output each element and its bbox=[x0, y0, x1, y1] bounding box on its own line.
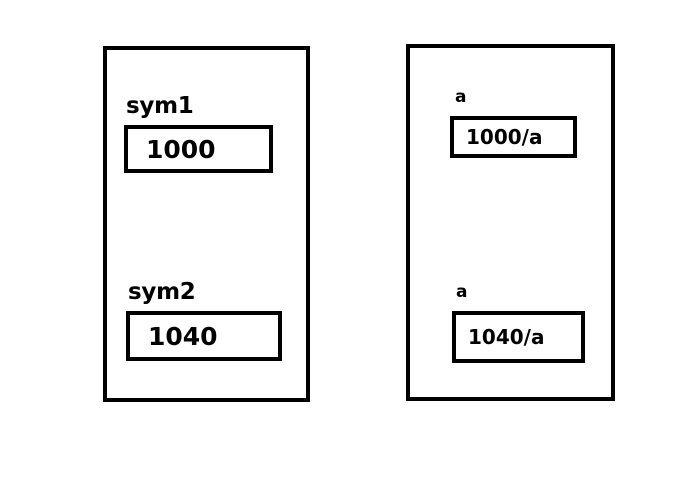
value-text-a-second: 1040/a bbox=[468, 325, 545, 349]
value-box-sym1: 1000 bbox=[124, 125, 273, 173]
value-box-a-second: 1040/a bbox=[452, 311, 585, 363]
slot-label-sym1: sym1 bbox=[126, 93, 194, 119]
slot-label-a-first: a bbox=[455, 87, 467, 107]
slot-label-sym2: sym2 bbox=[128, 279, 196, 305]
value-box-sym2: 1040 bbox=[126, 311, 282, 361]
value-text-a-first: 1000/a bbox=[466, 125, 543, 149]
value-text-sym2: 1040 bbox=[148, 321, 218, 351]
value-box-a-first: 1000/a bbox=[450, 116, 577, 158]
slot-label-a-second: a bbox=[456, 282, 468, 302]
value-text-sym1: 1000 bbox=[146, 134, 216, 164]
